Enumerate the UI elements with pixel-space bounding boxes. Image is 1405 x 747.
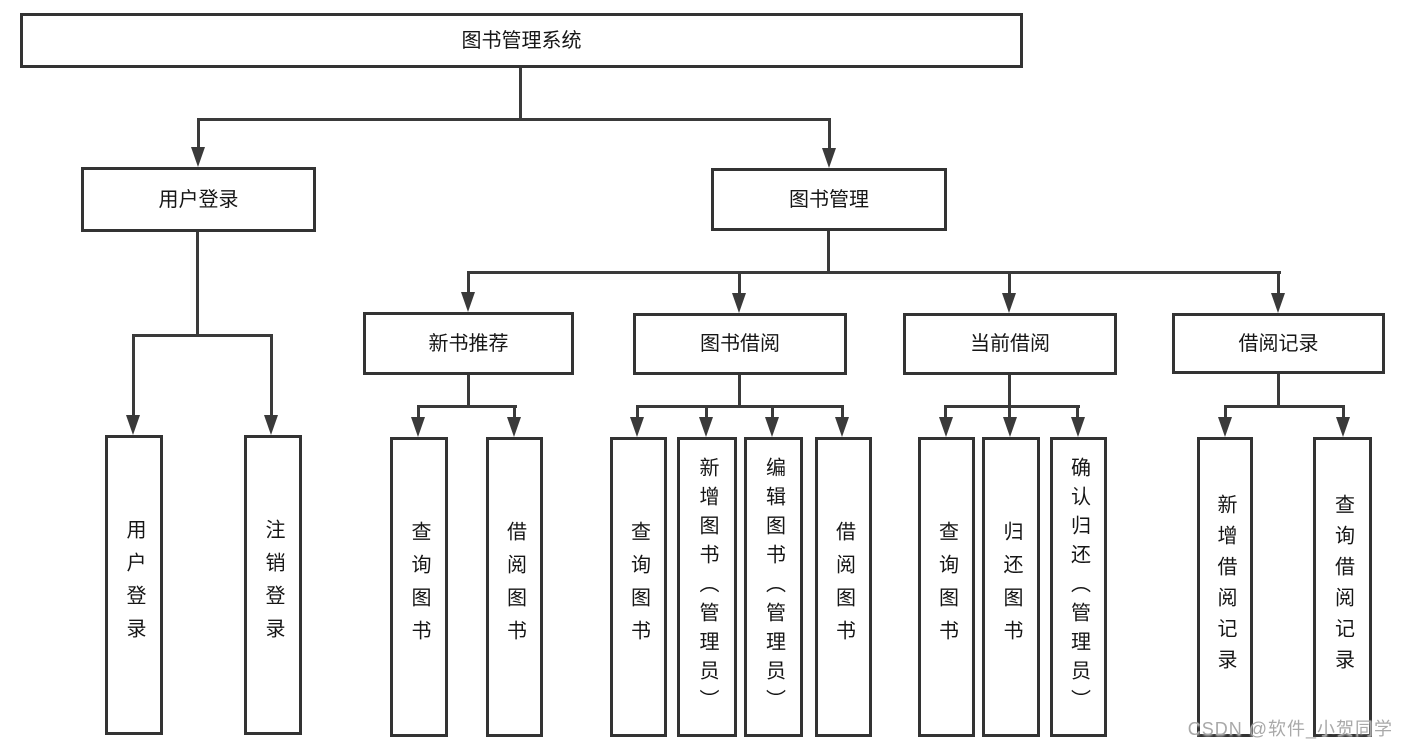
node-root-library-system: 图书管理系统 — [20, 13, 1023, 68]
leaf-recommend-query-books: 查询图书 — [390, 437, 448, 737]
csdn-watermark: CSDN @软件_小贺同学 — [1187, 719, 1393, 739]
leaf-query-borrow-record: 查询借阅记录 — [1313, 437, 1372, 737]
arrow-down-icon — [1336, 417, 1350, 437]
connector-line — [636, 405, 844, 408]
connector-line — [944, 405, 1080, 408]
leaf-logout: 注销登录 — [244, 435, 302, 735]
arrow-down-icon — [699, 417, 713, 437]
connector-line — [1224, 407, 1227, 418]
connector-line — [1342, 407, 1345, 418]
arrow-down-icon — [822, 148, 836, 168]
connector-line — [197, 118, 831, 121]
connector-line — [1277, 374, 1280, 407]
arrow-down-icon — [835, 417, 849, 437]
leaf-recommend-borrow-books: 借阅图书 — [486, 437, 543, 737]
connector-line — [738, 273, 741, 294]
connector-line — [467, 375, 470, 407]
arrow-down-icon — [507, 417, 521, 437]
connector-line — [270, 336, 273, 417]
connector-line — [417, 405, 517, 408]
leaf-add-books-admin: 新增图书（管理员） — [677, 437, 737, 737]
connector-line — [132, 334, 273, 337]
arrow-down-icon — [630, 417, 644, 437]
arrow-down-icon — [264, 415, 278, 435]
arrow-down-icon — [1003, 417, 1017, 437]
arrow-down-icon — [411, 417, 425, 437]
connector-line — [196, 232, 199, 336]
arrow-down-icon — [1218, 417, 1232, 437]
connector-line — [738, 375, 741, 407]
node-book-management: 图书管理 — [711, 168, 947, 231]
arrow-down-icon — [461, 292, 475, 312]
connector-line — [1008, 375, 1011, 407]
connector-line — [513, 407, 516, 418]
connector-line — [132, 336, 135, 417]
connector-line — [827, 231, 830, 273]
connector-line — [636, 407, 639, 418]
arrow-down-icon — [191, 147, 205, 167]
arrow-down-icon — [939, 417, 953, 437]
arrow-down-icon — [1002, 293, 1016, 313]
leaf-current-query-books: 查询图书 — [918, 437, 975, 737]
leaf-add-borrow-record: 新增借阅记录 — [1197, 437, 1253, 737]
arrow-down-icon — [732, 293, 746, 313]
leaf-confirm-return-admin: 确认归还（管理员） — [1050, 437, 1107, 737]
leaf-return-books: 归还图书 — [982, 437, 1040, 737]
arrow-down-icon — [1071, 417, 1085, 437]
arrow-down-icon — [765, 417, 779, 437]
connector-line — [417, 407, 420, 418]
connector-line — [1277, 273, 1280, 294]
arrow-down-icon — [1271, 293, 1285, 313]
connector-line — [771, 407, 774, 418]
connector-line — [1008, 273, 1011, 294]
connector-line — [519, 68, 522, 120]
node-book-borrow: 图书借阅 — [633, 313, 847, 375]
connector-line — [705, 407, 708, 418]
node-current-borrow: 当前借阅 — [903, 313, 1117, 375]
connector-line — [828, 120, 831, 150]
leaf-edit-books-admin: 编辑图书（管理员） — [744, 437, 803, 737]
connector-line — [841, 407, 844, 418]
connector-line — [1008, 407, 1011, 418]
node-new-book-recommend: 新书推荐 — [363, 312, 574, 375]
connector-line — [197, 120, 200, 149]
connector-line — [944, 407, 947, 418]
connector-line — [467, 273, 470, 294]
connector-line — [1224, 405, 1345, 408]
node-user-login: 用户登录 — [81, 167, 316, 232]
leaf-borrow-books: 借阅图书 — [815, 437, 872, 737]
connector-line — [1076, 407, 1079, 418]
leaf-borrow-query-books: 查询图书 — [610, 437, 667, 737]
connector-line — [467, 271, 1281, 274]
leaf-user-login: 用户登录 — [105, 435, 163, 735]
arrow-down-icon — [126, 415, 140, 435]
node-borrow-record: 借阅记录 — [1172, 313, 1385, 374]
